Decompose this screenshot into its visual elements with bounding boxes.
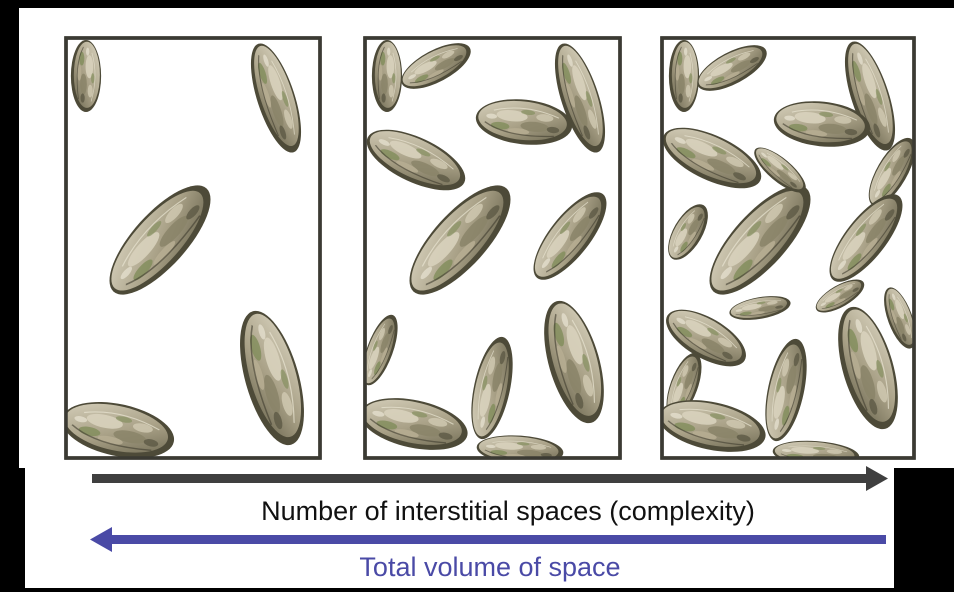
arrow-left-icon — [90, 527, 886, 552]
panel-medium-density — [363, 36, 622, 460]
complexity-label: Number of interstitial spaces (complexit… — [261, 496, 755, 526]
volume-label: Total volume of space — [359, 552, 620, 582]
oyster-icon — [668, 39, 700, 113]
arrow-right-icon — [92, 466, 888, 491]
oyster-icon — [70, 39, 102, 113]
panel-low-density — [64, 36, 322, 460]
oyster-icon — [371, 39, 403, 113]
panel-high-density — [660, 36, 916, 460]
